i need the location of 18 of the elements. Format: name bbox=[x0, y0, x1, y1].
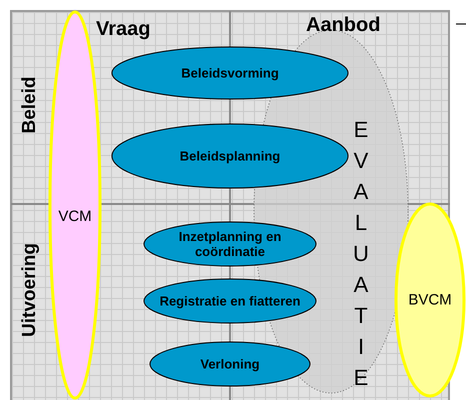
process-ellipse bbox=[112, 47, 348, 99]
ellipse-label: Registratie en fiatteren bbox=[158, 294, 302, 308]
ellipse-label: Inzetplanning en coördinatie bbox=[178, 229, 282, 259]
ellipse-label: VCM bbox=[57, 208, 93, 225]
ellipse-label: Beleidsplanning bbox=[178, 148, 282, 164]
process-ellipse bbox=[144, 279, 316, 323]
ellipse-label: BVCM bbox=[407, 292, 453, 308]
ellipse-label: Verloning bbox=[199, 356, 261, 372]
process-ellipse bbox=[144, 222, 316, 266]
row-heading: Beleid bbox=[19, 76, 41, 134]
column-heading: Aanbod bbox=[306, 14, 380, 37]
process-ellipse bbox=[112, 124, 348, 188]
vertical-label: EVALUATIE bbox=[352, 116, 370, 392]
ellipse-label: Beleidsvorming bbox=[180, 66, 280, 80]
process-ellipse bbox=[150, 342, 310, 386]
role-ellipse bbox=[396, 204, 464, 396]
column-heading: Vraag bbox=[96, 18, 150, 41]
row-heading: Uitvoering bbox=[19, 243, 41, 337]
